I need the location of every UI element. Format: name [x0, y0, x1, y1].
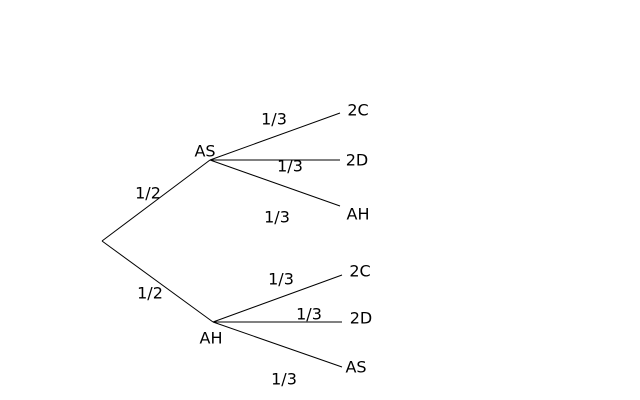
- prob-label-as-ah: 1/3: [264, 208, 290, 227]
- edge-ah-2c: [212, 274, 343, 323]
- prob-label-root-as: 1/2: [135, 184, 161, 203]
- prob-label-ah-as: 1/3: [271, 370, 297, 389]
- prob-label-as-2c: 1/3: [261, 110, 287, 129]
- leaf-as-ah: AH: [347, 205, 370, 224]
- prob-label-ah-2c: 1/3: [268, 270, 294, 289]
- node-as: AS: [194, 142, 215, 161]
- node-ah: AH: [200, 329, 223, 348]
- edge-ah-as: [212, 321, 343, 368]
- leaf-ah-2d: 2D: [350, 309, 373, 328]
- leaf-ah-as: AS: [345, 358, 366, 377]
- leaf-ah-2c: 2C: [349, 262, 370, 281]
- edge-root-ah: [101, 240, 214, 323]
- prob-label-ah-2d: 1/3: [296, 305, 322, 324]
- edge-root-as: [101, 159, 211, 242]
- edge-as-2c: [209, 112, 341, 161]
- leaf-as-2c: 2C: [347, 101, 368, 120]
- leaf-as-2d: 2D: [346, 151, 369, 170]
- prob-label-root-ah: 1/2: [137, 284, 163, 303]
- prob-label-as-2d: 1/3: [277, 157, 303, 176]
- edge-as-ah: [209, 159, 341, 207]
